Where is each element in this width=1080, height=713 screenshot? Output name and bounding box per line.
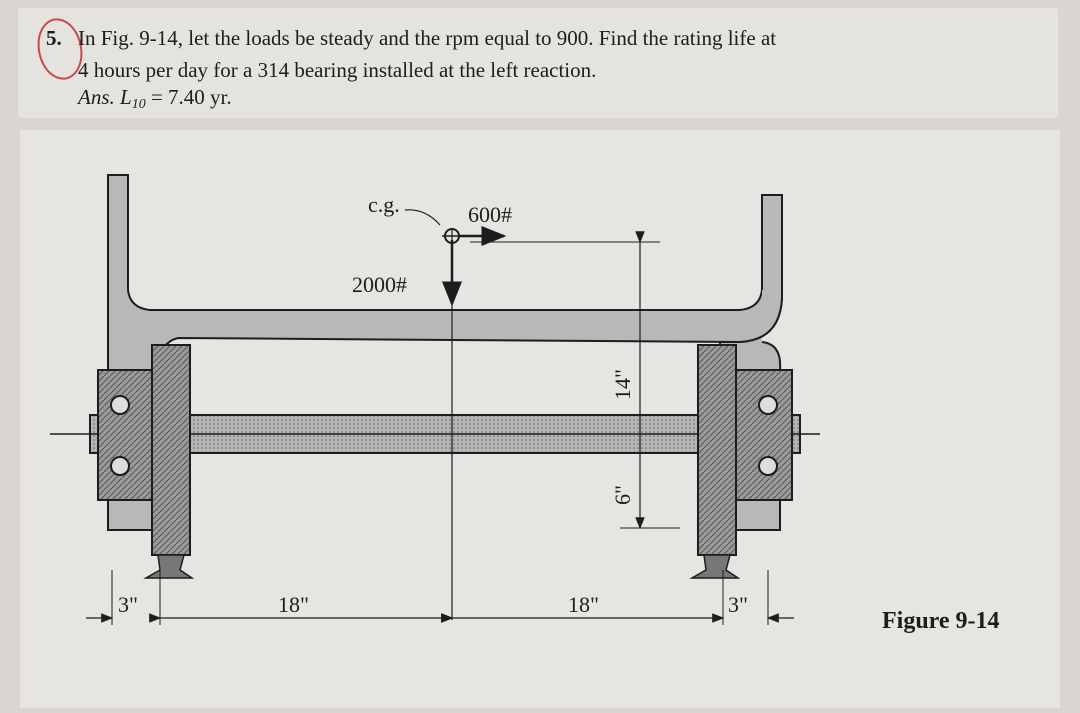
load-vertical-label: 2000#	[352, 272, 407, 297]
dim-14-label: 14"	[610, 369, 635, 400]
problem-line-2: 4 hours per day for a 314 bearing instal…	[78, 58, 597, 82]
dim-18-left-label: 18"	[278, 592, 309, 617]
left-bearing-ball-bottom	[110, 456, 130, 476]
left-bearing-ball-top	[110, 395, 130, 415]
figure-9-14: c.g. 600# 2000# 14" 6" 3" 18" 18" 3" Fig…	[20, 130, 1060, 708]
right-wheel	[697, 344, 737, 556]
dim-3-left-label: 3"	[118, 592, 138, 617]
answer-subscript: 10	[131, 97, 146, 112]
problem-statement: 5. In Fig. 9-14, let the loads be steady…	[18, 8, 1058, 118]
right-bearing-housing	[731, 369, 793, 501]
dim-18-right-label: 18"	[568, 592, 599, 617]
right-bearing-ball-top	[758, 395, 778, 415]
mechanism-drawing: c.g. 600# 2000# 14" 6" 3" 18" 18" 3" Fig…	[50, 174, 1000, 634]
answer-value: = 7.40 yr.	[145, 85, 232, 109]
figure-caption: Figure 9-14	[882, 608, 1000, 634]
frame-body	[107, 174, 783, 531]
problem-line-1: In Fig. 9-14, let the loads be steady an…	[78, 26, 777, 50]
answer-line: Ans. L10 = 7.40 yr.	[78, 85, 232, 113]
right-rail	[689, 554, 741, 579]
answer-prefix: Ans. L	[78, 85, 132, 109]
dim-6-label: 6"	[610, 485, 635, 505]
load-horizontal-label: 600#	[468, 202, 512, 227]
dim-3-right-label: 3"	[728, 592, 748, 617]
left-wheel	[151, 344, 191, 556]
problem-number: 5.	[46, 26, 62, 50]
left-bearing-housing	[97, 369, 159, 501]
cg-label: c.g.	[368, 192, 400, 217]
left-rail	[143, 554, 195, 579]
right-bearing-ball-bottom	[758, 456, 778, 476]
